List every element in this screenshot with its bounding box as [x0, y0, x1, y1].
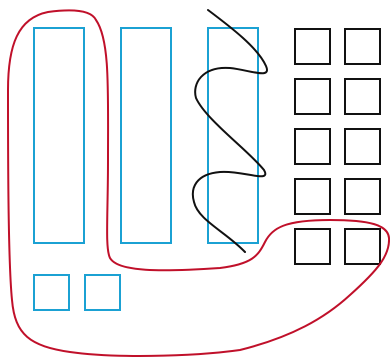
background — [0, 0, 390, 361]
diagram-canvas — [0, 0, 390, 361]
